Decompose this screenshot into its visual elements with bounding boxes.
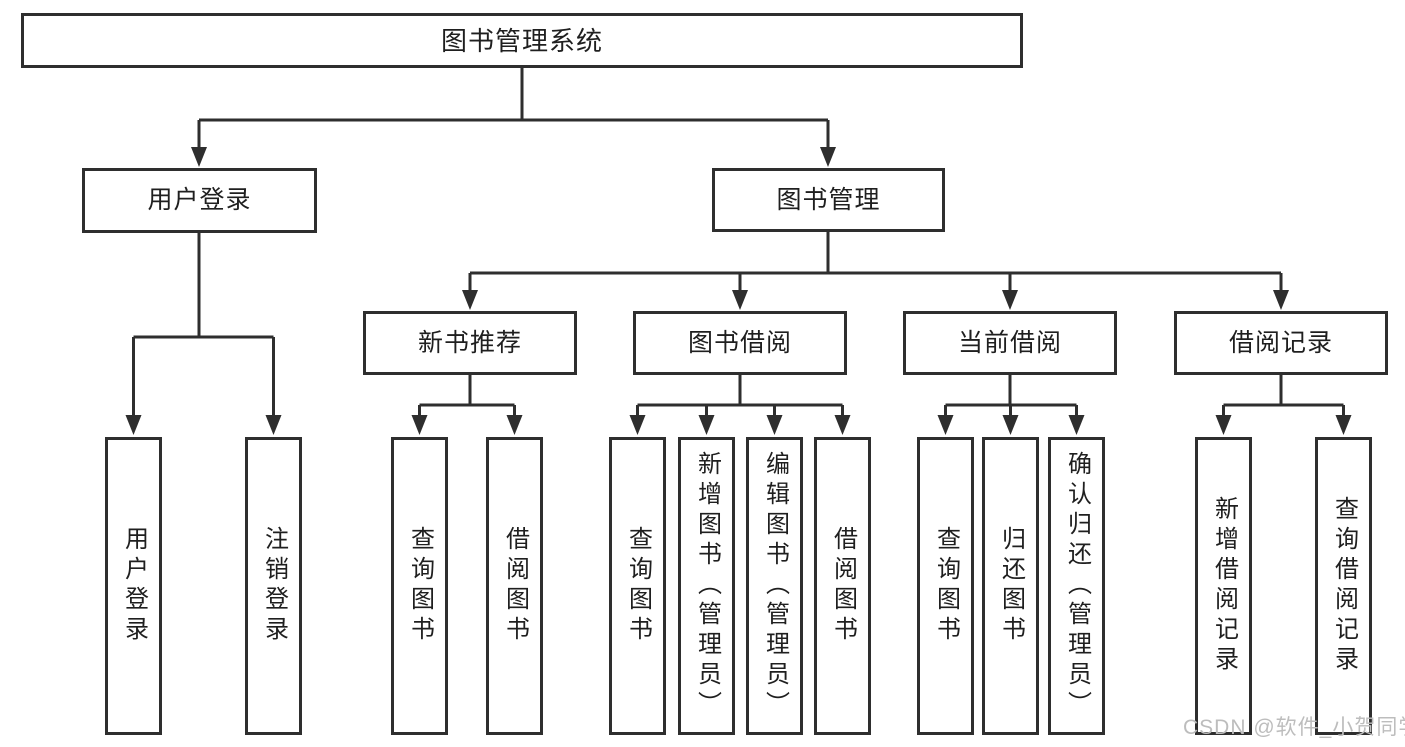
- leaf-borrow-borrow-books: 借阅图书: [814, 437, 871, 735]
- leaf-newbook-borrow-books: 借阅图书: [486, 437, 543, 735]
- leaf-current-query-books: 查询图书: [917, 437, 974, 735]
- leaf-newbook-query-books: 查询图书: [391, 437, 448, 735]
- csdn-watermark: CSDN @软件_小贺同学: [1183, 716, 1405, 739]
- node-current-borrow: 当前借阅: [903, 311, 1117, 375]
- node-book-management: 图书管理: [712, 168, 945, 232]
- leaf-user-login: 用户登录: [105, 437, 162, 735]
- node-book-borrow: 图书借阅: [633, 311, 847, 375]
- leaf-borrow-edit-books-admin: 编辑图书（管理员）: [746, 437, 803, 735]
- leaf-records-query-borrow-record: 查询借阅记录: [1315, 437, 1372, 735]
- node-new-book-recommend: 新书推荐: [363, 311, 577, 375]
- leaf-current-return-books: 归还图书: [982, 437, 1039, 735]
- node-borrow-records: 借阅记录: [1174, 311, 1388, 375]
- leaf-logout: 注销登录: [245, 437, 302, 735]
- leaf-borrow-add-books-admin: 新增图书（管理员）: [678, 437, 735, 735]
- node-user-login: 用户登录: [82, 168, 317, 233]
- leaf-borrow-query-books: 查询图书: [609, 437, 666, 735]
- leaf-records-add-borrow-record: 新增借阅记录: [1195, 437, 1252, 735]
- node-library-system: 图书管理系统: [21, 13, 1023, 68]
- leaf-current-confirm-return-admin: 确认归还（管理员）: [1048, 437, 1105, 735]
